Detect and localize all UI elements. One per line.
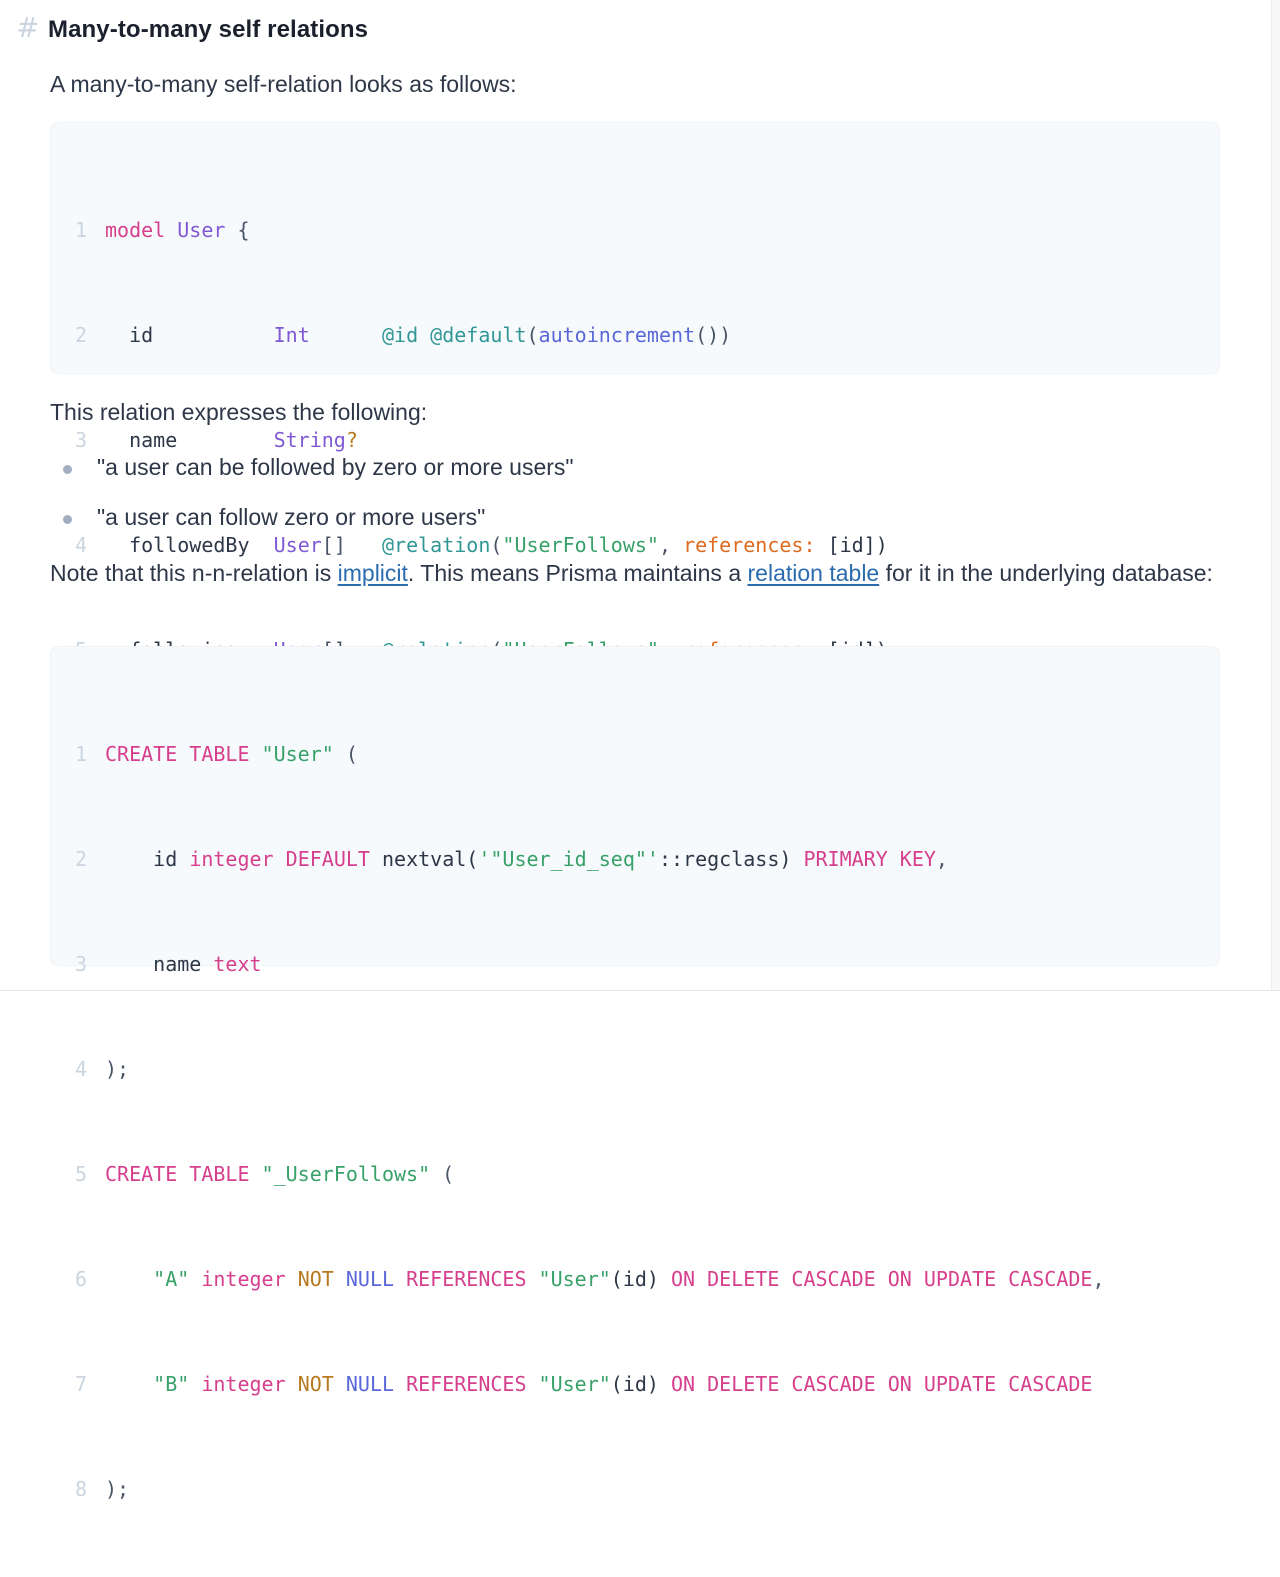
code-line: 4 );	[50, 1052, 1105, 1087]
anchor-hash-icon[interactable]: #	[16, 11, 40, 44]
sql-keyword: PRIMARY KEY	[803, 847, 936, 871]
field-type: User	[273, 533, 322, 557]
line-number: 1	[74, 218, 87, 242]
line-number: 3	[74, 952, 87, 976]
sql-keyword: CREATE TABLE	[105, 1162, 250, 1186]
code-line: 6 "A" integer NOT NULL REFERENCES "User"…	[50, 1262, 1105, 1297]
sql-keyword: NOT	[297, 1372, 334, 1396]
line-number: 4	[74, 1057, 87, 1081]
column-type: integer	[189, 847, 274, 871]
line-number: 6	[74, 1267, 87, 1291]
code-line: 2 id Int @id @default(autoincrement())	[50, 318, 888, 353]
column-type: text	[213, 952, 262, 976]
sql-keyword: CREATE TABLE	[105, 742, 250, 766]
string: "User_id_seq"	[490, 847, 647, 871]
param-key: references:	[683, 533, 816, 557]
sql-keyword: DEFAULT	[285, 847, 370, 871]
intro-paragraph: A many-to-many self-relation looks as fo…	[50, 71, 517, 97]
list-item: "a user can be followed by zero or more …	[50, 450, 574, 500]
sql-keyword: NOT	[297, 1267, 334, 1291]
code-line: 2 id integer DEFAULT nextval('"User_id_s…	[50, 842, 1105, 877]
prisma-schema-code-block: 1 model User { 2 id Int @id @default(aut…	[50, 122, 1220, 767]
docs-page: # Many-to-many self relations A many-to-…	[0, 0, 1280, 1501]
note-paragraph: Note that this n-n-relation is implicit.…	[50, 560, 1213, 586]
column-name: "A"	[153, 1267, 190, 1291]
code-line: 1 CREATE TABLE "User" (	[50, 737, 1105, 772]
expresses-paragraph: This relation expresses the following:	[50, 399, 428, 425]
line-number: 8	[74, 1477, 87, 1501]
attribute: @default	[430, 323, 527, 347]
brace: {	[237, 218, 250, 242]
code-line: 8 );	[50, 1472, 1105, 1507]
code-line: 4 followedBy User[] @relation("UserFollo…	[50, 528, 888, 563]
table-name: "User"	[538, 1267, 611, 1291]
sql-keyword: ON DELETE CASCADE	[671, 1267, 876, 1291]
attribute: @id	[381, 323, 419, 347]
sql-keyword: NULL	[345, 1372, 395, 1396]
field-name: followedBy	[129, 533, 250, 557]
column-name: name	[153, 952, 202, 976]
table-name: "_UserFollows"	[261, 1162, 431, 1186]
field-type: String	[273, 428, 346, 452]
field-type: Int	[273, 323, 310, 347]
divider	[0, 990, 1280, 991]
line-number: 1	[74, 742, 87, 766]
function-name: autoincrement	[538, 323, 696, 347]
sql-keyword: ON UPDATE CASCADE	[887, 1267, 1093, 1291]
column-type: integer	[201, 1372, 286, 1396]
line-number: 7	[74, 1372, 87, 1396]
line-number: 4	[74, 533, 87, 557]
optional-marker: ?	[345, 428, 358, 452]
code-line: 1 model User {	[50, 213, 888, 248]
bullet-dot-icon	[63, 465, 72, 474]
sql-keyword: REFERENCES	[406, 1267, 527, 1291]
bullet-list: "a user can be followed by zero or more …	[50, 450, 574, 550]
attribute: @relation	[382, 533, 491, 557]
list-item-text: "a user can follow zero or more users"	[97, 504, 486, 530]
field-name: id	[129, 323, 154, 347]
relation-table-link[interactable]: relation table	[747, 560, 880, 586]
string: "UserFollows"	[502, 533, 659, 557]
list-item-text: "a user can be followed by zero or more …	[97, 454, 574, 480]
table-name: "User"	[538, 1372, 611, 1396]
line-number: 2	[74, 323, 87, 347]
code-line: 3 name text	[50, 947, 1105, 982]
column-name: "B"	[153, 1372, 190, 1396]
field-name: name	[129, 428, 178, 452]
section-title: Many-to-many self relations	[48, 16, 369, 43]
table-name: "User"	[261, 742, 334, 766]
sql-code-block: 1 CREATE TABLE "User" ( 2 id integer DEF…	[50, 646, 1220, 1501]
code-line: 7 "B" integer NOT NULL REFERENCES "User"…	[50, 1367, 1105, 1402]
line-number: 5	[74, 1162, 87, 1186]
code-line: 5 CREATE TABLE "_UserFollows" (	[50, 1157, 1105, 1192]
code-lines: 1 CREATE TABLE "User" ( 2 id integer DEF…	[50, 667, 1105, 1577]
column-type: integer	[201, 1267, 286, 1291]
model-name: User	[177, 218, 226, 242]
line-number: 2	[74, 847, 87, 871]
keyword-model: model	[105, 218, 166, 242]
sql-keyword: ON UPDATE CASCADE	[887, 1372, 1093, 1396]
scrollbar[interactable]	[1271, 0, 1280, 990]
code-line: 3 name String?	[50, 423, 888, 458]
sql-keyword: ON DELETE CASCADE	[671, 1372, 876, 1396]
column-name: id	[153, 847, 178, 871]
implicit-link[interactable]: implicit	[337, 560, 408, 586]
sql-keyword: NULL	[345, 1267, 395, 1291]
sql-keyword: REFERENCES	[406, 1372, 527, 1396]
bullet-dot-icon	[63, 515, 72, 524]
line-number: 3	[74, 428, 87, 452]
section-heading: # Many-to-many self relations	[16, 12, 368, 48]
list-item: "a user can follow zero or more users"	[50, 500, 574, 550]
